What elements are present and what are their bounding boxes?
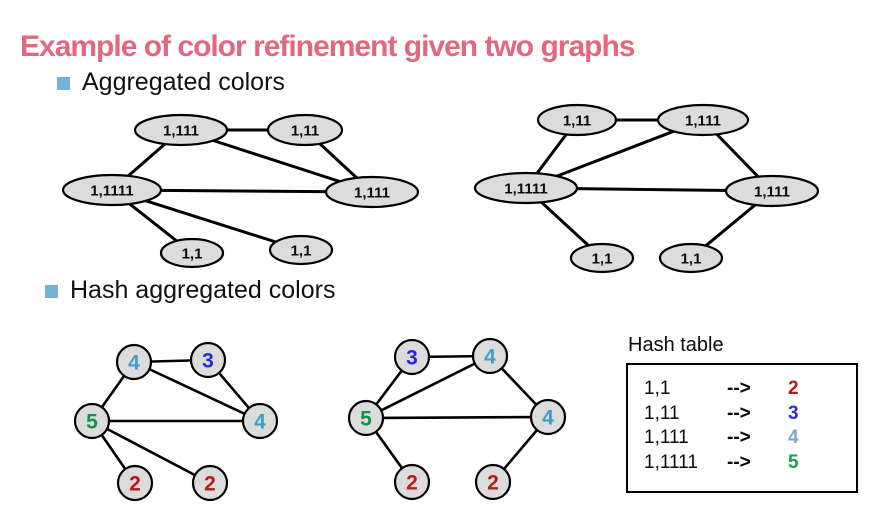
graph-node-label: 5 bbox=[86, 411, 98, 434]
arrow-icon: --> bbox=[727, 427, 751, 448]
graph-node bbox=[116, 464, 154, 502]
graph-node-label: 1,111 bbox=[354, 184, 390, 201]
graph-node bbox=[473, 171, 579, 205]
graph-node bbox=[189, 341, 227, 379]
graph-node bbox=[529, 398, 567, 436]
graph-node bbox=[393, 338, 431, 376]
graph-node-label: 1,1 bbox=[592, 250, 613, 267]
hash-table-row: 1,111 --> 4 bbox=[644, 426, 856, 451]
bullet-label: Hash aggregated colors bbox=[70, 276, 336, 304]
graph-node-label: 2 bbox=[204, 473, 216, 496]
graph-edge bbox=[365, 354, 491, 420]
hash-table-row: 1,1111 --> 5 bbox=[644, 451, 856, 476]
bullet-aggregated-colors: Aggregated colors bbox=[57, 68, 285, 97]
graph-node bbox=[268, 234, 334, 266]
graph-node bbox=[656, 103, 750, 137]
graph-node bbox=[724, 174, 820, 208]
graph-node-label: 4 bbox=[542, 407, 554, 430]
slide-title: Example of color refinement given two gr… bbox=[20, 30, 635, 64]
graph-node bbox=[133, 113, 229, 147]
graph-aggregated-left: 1,111 1,11 1,1111 1,111 1,1 1,1 bbox=[61, 113, 420, 269]
bullet-label: Aggregated colors bbox=[82, 68, 285, 96]
graph-node-label: 1,1111 bbox=[504, 180, 547, 197]
graph-node-label: 4 bbox=[128, 352, 140, 375]
graph-node-label: 4 bbox=[254, 411, 266, 434]
hash-table-title: Hash table bbox=[628, 334, 724, 356]
graph-hashed-right: 3 4 5 4 2 2 bbox=[347, 337, 567, 501]
graph-node-label: 1,11 bbox=[291, 122, 319, 139]
graph-edge bbox=[91, 419, 211, 485]
graph-edge bbox=[365, 415, 549, 420]
graph-node bbox=[266, 113, 344, 147]
hash-table-row: 1,11 --> 3 bbox=[644, 402, 856, 427]
hash-table-row: 1,1 --> 2 bbox=[644, 377, 856, 402]
graph-node-label: 5 bbox=[360, 408, 372, 431]
graph-hashed-left: 4 3 5 4 2 2 bbox=[73, 341, 279, 502]
graph-node bbox=[347, 399, 385, 437]
arrow-icon: --> bbox=[727, 402, 751, 424]
graph-node bbox=[569, 242, 635, 274]
graph-node bbox=[159, 237, 225, 269]
bullet-square-icon bbox=[45, 285, 58, 298]
graph-node-label: 3 bbox=[406, 347, 418, 370]
graph-aggregated-right: 1,11 1,111 1,1111 1,111 1,1 1,1 bbox=[473, 103, 820, 274]
hash-value: 5 bbox=[788, 451, 799, 473]
graph-node bbox=[191, 464, 229, 502]
graph-node-label: 1,11 bbox=[563, 112, 591, 129]
graph-node-label: 3 bbox=[202, 350, 214, 373]
graph-node-label: 1,1 bbox=[291, 242, 312, 259]
graph-node-label: 2 bbox=[487, 472, 499, 495]
hash-value: 4 bbox=[788, 427, 799, 448]
graph-node bbox=[658, 242, 724, 274]
graph-node-label: 1,111 bbox=[685, 112, 721, 129]
hash-key: 1,111 bbox=[644, 427, 689, 448]
graph-node bbox=[241, 402, 279, 440]
hash-key: 1,1111 bbox=[644, 451, 698, 473]
graph-node bbox=[115, 343, 153, 381]
graph-node-label: 1,1 bbox=[681, 250, 702, 267]
graph-node-label: 1,111 bbox=[163, 122, 199, 139]
graph-node-label: 4 bbox=[484, 346, 496, 369]
bullet-hash-aggregated-colors: Hash aggregated colors bbox=[45, 276, 335, 305]
graph-node bbox=[393, 463, 431, 501]
graph-node bbox=[474, 463, 512, 501]
graph-node bbox=[536, 103, 618, 137]
graph-node-label: 2 bbox=[406, 472, 418, 495]
arrow-icon: --> bbox=[727, 451, 751, 473]
hash-key: 1,11 bbox=[644, 402, 680, 424]
graph-node bbox=[73, 402, 111, 440]
hash-table: 1,1 --> 2 1,11 --> 3 1,111 --> 4 1,1111 … bbox=[626, 363, 858, 493]
graph-node bbox=[61, 173, 163, 207]
graph-node bbox=[471, 337, 509, 375]
graph-node-label: 2 bbox=[129, 473, 141, 496]
graph-node-label: 1,1111 bbox=[90, 182, 133, 199]
graph-node bbox=[324, 175, 420, 209]
graph-edge bbox=[133, 360, 261, 423]
hash-value: 2 bbox=[788, 378, 799, 399]
hash-key: 1,1 bbox=[644, 378, 671, 399]
graph-node-label: 1,1 bbox=[182, 245, 203, 262]
arrow-icon: --> bbox=[727, 378, 751, 399]
bullet-square-icon bbox=[57, 77, 70, 90]
hash-value: 3 bbox=[788, 402, 799, 424]
graph-node-label: 1,111 bbox=[754, 183, 790, 200]
